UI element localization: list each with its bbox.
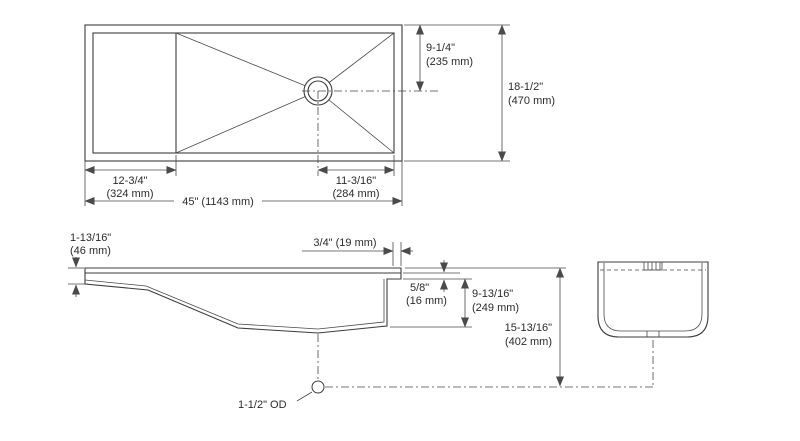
drain-outlet-circle [311,380,325,394]
sink-profile [84,267,402,334]
bowl-diagonal [175,32,319,92]
front-view-outline [84,267,402,402]
dim-reveal-mm: (16 mm) [406,295,447,307]
dim-overall-depth-in: 18-1/2" [508,81,543,93]
end-view-outline [597,261,709,387]
dim-overall-height-in: 15-13/16" [505,322,552,334]
front-view-dimensions: 1-13/16" (46 mm) 3/4" (19 mm) 5/8" (16 m… [68,232,566,411]
dim-apron-in: 1-13/16" [70,232,111,244]
dim-drain-right-in: 11-3/16" [336,175,376,187]
dim-drainboard-mm: (324 mm) [106,188,153,200]
dim-bowl-depth-in: 9-13/16" [472,288,513,300]
dim-apron-mm: (46 mm) [70,245,111,257]
bowl-diagonal [317,90,395,154]
end-view-grate-detail [643,261,663,271]
dim-drain-offset-mm: (235 mm) [426,56,473,68]
dim-overall-depth-mm: (470 mm) [508,95,555,107]
dim-drain-offset-in: 9-1/4" [426,42,455,54]
dim-drainboard-in: 12-3/4" [112,175,147,187]
top-view-outline [84,24,440,176]
top-view-dimensions: 9-1/4" (235 mm) 18-1/2" (470 mm) 12-3/4"… [84,24,555,208]
sink-outer-rim [84,24,403,162]
bowl-inner-wall [603,263,703,332]
dim-overall-width: 45" (1143 mm) [182,196,254,208]
drain-od-label: 1-1/2" OD [238,399,287,411]
dim-reveal-in: 5/8" [410,282,429,294]
dim-drain-right-mm: (284 mm) [332,188,379,200]
sink-inner-profile [84,279,385,330]
bowl-diagonal [175,90,319,154]
dim-overall-height-mm: (402 mm) [505,336,552,348]
bowl-diagonal [317,32,395,92]
bowl-section [597,261,709,338]
dim-rim-lip: 3/4" (19 mm) [313,237,376,249]
drain-od-leader [296,391,313,402]
sink-inner-rim [92,32,395,154]
dim-bowl-depth-mm: (249 mm) [472,302,519,314]
